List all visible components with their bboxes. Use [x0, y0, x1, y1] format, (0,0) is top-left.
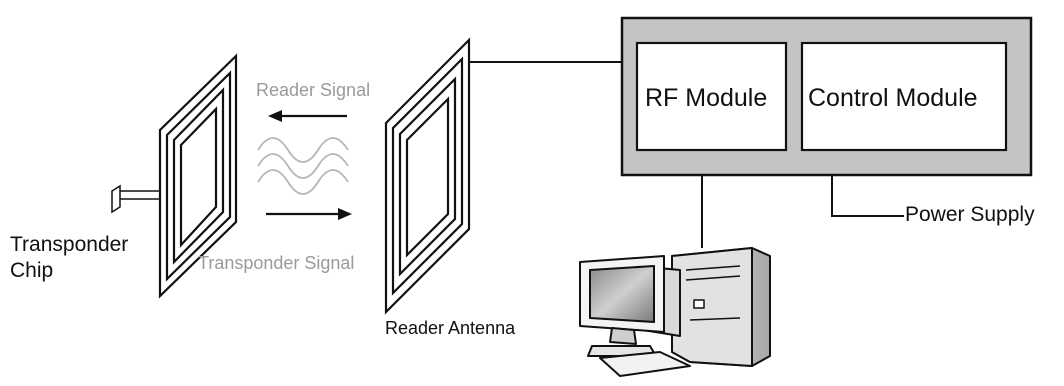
- control-module-label: Control Module: [808, 84, 978, 112]
- transponder-chip-label-line1: Transponder: [10, 233, 129, 256]
- power-supply-label: Power Supply: [905, 203, 1035, 226]
- transponder-signal-label: Transponder Signal: [198, 253, 355, 273]
- reader-signal-label: Reader Signal: [256, 80, 371, 100]
- reader-signal-arrow: [268, 110, 347, 122]
- transponder-chip-label-line2: Chip: [10, 259, 54, 282]
- signal-waves: [257, 137, 349, 195]
- reader-unit: [620, 16, 1033, 177]
- rf-module-label: RF Module: [645, 84, 768, 112]
- computer-icon: [579, 247, 771, 377]
- power-supply-line: [831, 175, 904, 217]
- transponder-chip: [111, 184, 162, 214]
- transponder-antenna: [158, 53, 238, 299]
- control-module-box: [800, 41, 1008, 152]
- transponder-signal-arrow: [266, 208, 352, 220]
- rf-module-box: [635, 41, 788, 152]
- reader-antenna-label: Reader Antenna: [385, 318, 516, 338]
- reader-antenna: [384, 37, 471, 315]
- connector-lines: [469, 61, 904, 248]
